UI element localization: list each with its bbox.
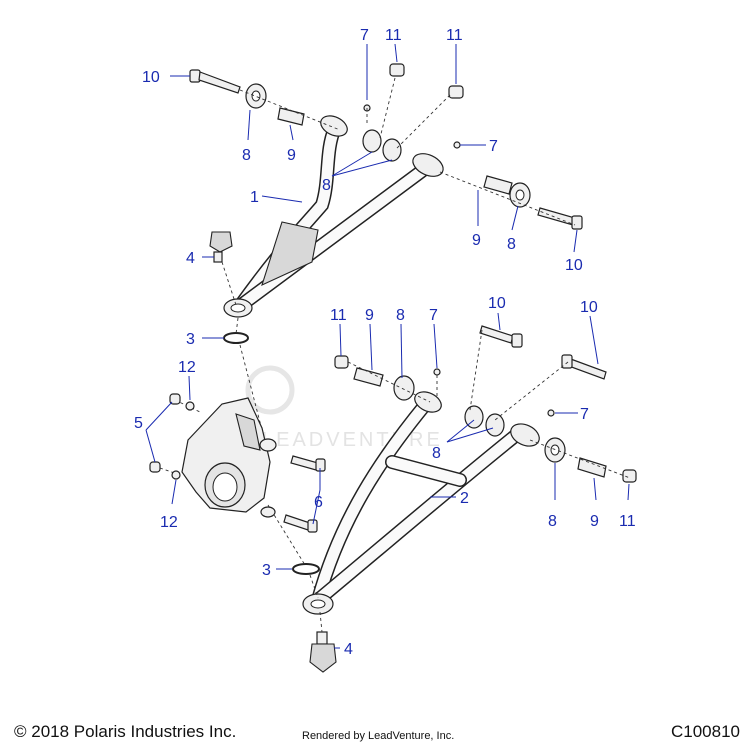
callout-7: 7	[489, 138, 498, 155]
callout-12: 12	[160, 514, 178, 531]
callout-4: 4	[186, 250, 195, 267]
callout-9: 9	[287, 147, 296, 164]
callout-10: 10	[142, 69, 160, 86]
callout-8: 8	[242, 147, 251, 164]
callout-12: 12	[178, 359, 196, 376]
upper-hardware	[189, 63, 583, 344]
callout-9: 9	[472, 232, 481, 249]
rendered-by-text: Rendered by LeadVenture, Inc.	[302, 730, 455, 742]
callout-7: 7	[429, 307, 438, 324]
steering-knuckle	[149, 393, 326, 533]
callout-7: 7	[580, 406, 589, 423]
callout-1: 1	[250, 189, 259, 206]
callout-8: 8	[432, 445, 441, 462]
callout-3: 3	[262, 562, 271, 579]
callout-9: 9	[365, 307, 374, 324]
callout-9: 9	[590, 513, 599, 530]
callout-leaders	[145, 43, 630, 649]
callout-3: 3	[186, 331, 195, 348]
callout-8: 8	[507, 236, 516, 253]
copyright-text: © 2018 Polaris Industries Inc.	[14, 722, 237, 741]
callout-10: 10	[488, 295, 506, 312]
callout-7: 7	[360, 27, 369, 44]
watermark-text: LEADVENTURE	[262, 429, 443, 451]
callout-11: 11	[619, 513, 636, 530]
callout-2: 2	[460, 490, 469, 507]
callout-10: 10	[565, 257, 583, 274]
upper-a-arm	[223, 115, 444, 318]
callout-11: 11	[446, 27, 463, 44]
callout-8: 8	[322, 177, 331, 194]
callout-11: 11	[385, 27, 402, 44]
diagram-code: C100810	[670, 722, 740, 741]
lower-a-arm	[302, 391, 540, 615]
callout-10: 10	[580, 299, 598, 316]
callouts: 7 11 11 10 8 9 8 7 1 4 9 8 10 3 11 9 8 7…	[134, 27, 636, 658]
callout-5: 5	[134, 415, 143, 432]
upper-alignment-lines	[221, 77, 576, 335]
callout-11: 11	[330, 307, 347, 324]
callout-8: 8	[548, 513, 557, 530]
callout-4: 4	[344, 641, 353, 658]
callout-6: 6	[314, 494, 323, 511]
callout-8: 8	[396, 307, 405, 324]
